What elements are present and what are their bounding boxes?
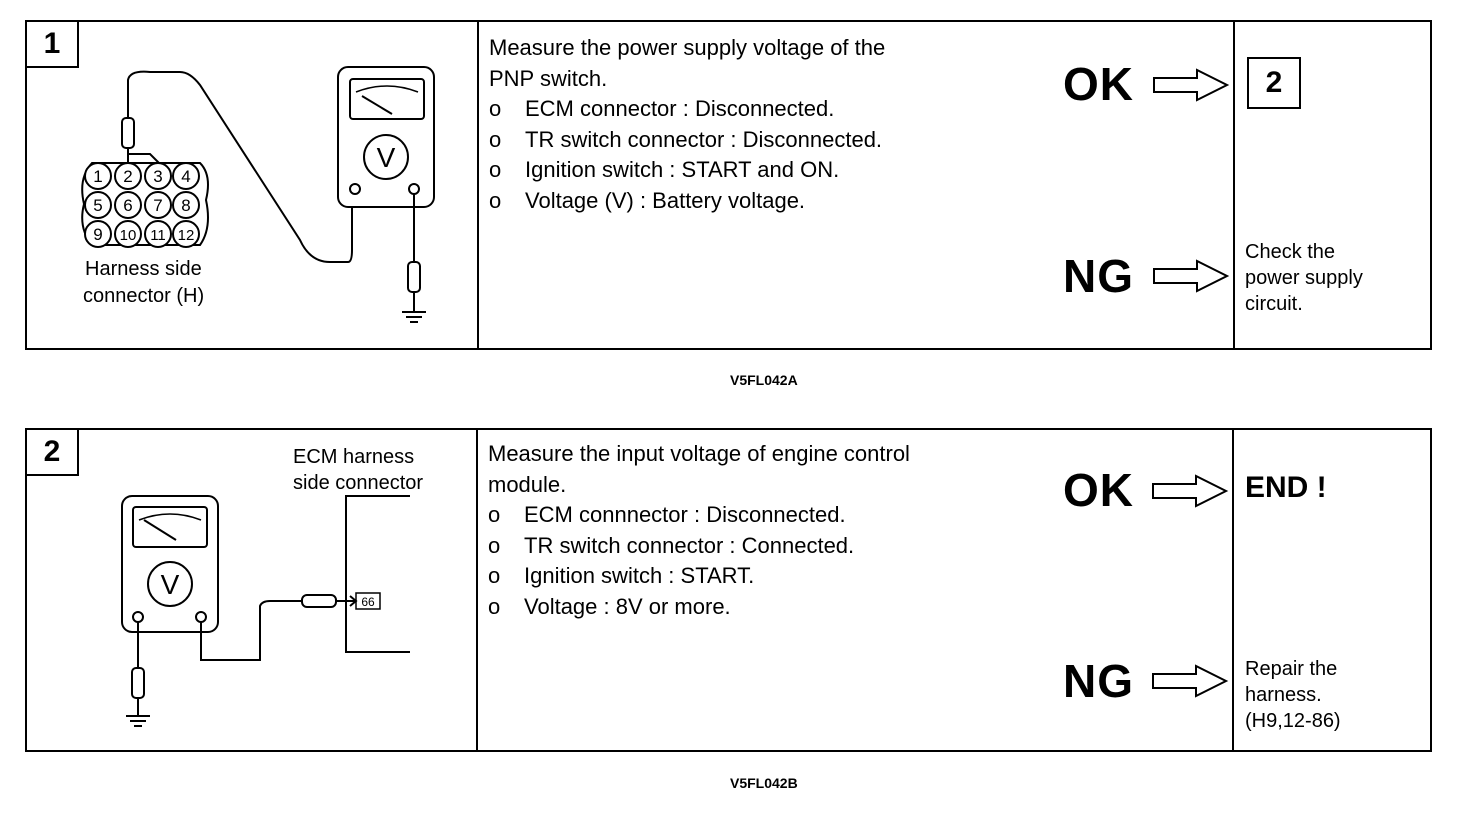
step-1-ok-result-next-step: 2 bbox=[1247, 57, 1301, 109]
step-1-meter-needle-icon bbox=[361, 95, 393, 115]
step-2-panel bbox=[25, 428, 1432, 752]
step-1-ok-arrow-icon bbox=[1153, 68, 1230, 102]
connector-pin-3-label: 3 bbox=[153, 167, 162, 186]
step-1-ng-result: Check the power supply circuit. bbox=[1245, 241, 1363, 315]
step-2-ecm-connector-icon bbox=[345, 495, 410, 653]
connector-pin-4-icon bbox=[172, 162, 200, 190]
step-1-figure-code: V5FL042A bbox=[730, 372, 798, 388]
connector-pin-8-label: 8 bbox=[181, 196, 190, 215]
step-2-divider-right bbox=[1232, 428, 1234, 750]
connector-pin-11-label: 11 bbox=[150, 227, 166, 244]
step-2-figure-code: V5FL042B bbox=[730, 775, 798, 791]
connector-pin-10-label: 10 bbox=[120, 227, 137, 244]
step-2-meter-needle-icon bbox=[143, 519, 177, 541]
step-1-ng-arrow-icon bbox=[1153, 259, 1230, 293]
step-2-wiring-diagram: V 66 bbox=[121, 495, 410, 727]
connector-pin-7-label: 7 bbox=[153, 196, 162, 215]
connector-pin-4-label: 4 bbox=[181, 167, 190, 186]
step-2-connector-label-line2: side connector bbox=[293, 472, 424, 494]
connector-pin-3-icon bbox=[144, 162, 172, 190]
step-1-instruction: Measure the power supply voltage of the … bbox=[489, 33, 1049, 216]
connector-pin-7-icon bbox=[144, 191, 172, 219]
connector-pin-2-icon bbox=[114, 162, 142, 190]
connector-pin-10-icon bbox=[114, 220, 142, 248]
step-1-meter-symbol: V bbox=[377, 142, 396, 173]
step-1-ok-label: OK bbox=[1063, 58, 1134, 110]
step-2-meter-terminal-icon bbox=[132, 611, 144, 623]
step-1-divider-left bbox=[477, 20, 479, 348]
step-2-ok-arrow-icon bbox=[1152, 474, 1229, 508]
step-1-connector-label-line1: Harness side bbox=[85, 258, 202, 280]
connector-pin-1-icon bbox=[84, 162, 112, 190]
step-1-connector-label-line2: connector (H) bbox=[83, 285, 205, 307]
step-2-instruction: Measure the input voltage of engine cont… bbox=[488, 439, 1048, 622]
connector-pin-1-label: 1 bbox=[93, 167, 102, 186]
step-1-meter-dial-icon bbox=[363, 134, 409, 180]
step-1-title-line2: PNP switch. bbox=[489, 65, 608, 91]
step-2-connector-label-line1: ECM harness bbox=[293, 446, 415, 468]
step-2-title-line1: Measure the input voltage of engine cont… bbox=[488, 441, 910, 466]
step-1-meter-terminal-icon bbox=[349, 183, 361, 195]
connector-pin-9-label: 9 bbox=[93, 225, 102, 244]
step-1-number: 1 bbox=[25, 20, 79, 68]
step-2-ng-label: NG bbox=[1063, 655, 1134, 707]
step-2-ng-arrow-icon bbox=[1152, 664, 1229, 698]
step-2-meter-terminal-icon bbox=[195, 611, 207, 623]
connector-pin-6-label: 6 bbox=[123, 196, 132, 215]
connector-pin-5-label: 5 bbox=[93, 196, 102, 215]
step-2-meter-dial-icon bbox=[147, 561, 193, 607]
connector-pin-8-icon bbox=[172, 191, 200, 219]
step-2-ground-probe-icon bbox=[131, 667, 145, 699]
step-1-meter-display-icon bbox=[349, 78, 425, 120]
step-2-ok-result: END ! bbox=[1245, 471, 1327, 504]
step-2-divider-left bbox=[476, 428, 478, 750]
connector-pin-12-label: 12 bbox=[178, 227, 195, 244]
connector-pin-2-label: 2 bbox=[123, 167, 132, 186]
step-2-ng-result: Repair the harness. (H9,12-86) bbox=[1245, 658, 1341, 732]
step-2-number: 2 bbox=[25, 428, 79, 476]
step-2-ok-label: OK bbox=[1063, 464, 1134, 516]
step-1-title-line1: Measure the power supply voltage of the bbox=[489, 35, 886, 60]
step-2-title-line2: module. bbox=[488, 471, 567, 497]
step-2-probe-icon bbox=[301, 594, 337, 608]
connector-pin-5-icon bbox=[84, 191, 112, 219]
step-2-meter-display-icon bbox=[132, 506, 208, 548]
connector-pin-11-icon bbox=[144, 220, 172, 248]
step-2-test-lead-wire bbox=[200, 600, 302, 661]
step-1-ng-label: NG bbox=[1063, 250, 1134, 302]
step-2-pin-number: 66 bbox=[361, 595, 375, 609]
step-1-divider-right bbox=[1233, 20, 1235, 348]
step-1-test-lead-wire bbox=[127, 70, 353, 263]
connector-pin-6-icon bbox=[114, 191, 142, 219]
connector-pin-9-icon bbox=[84, 220, 112, 248]
step-2-meter-symbol: V bbox=[161, 569, 180, 600]
connector-pin-12-icon bbox=[172, 220, 200, 248]
